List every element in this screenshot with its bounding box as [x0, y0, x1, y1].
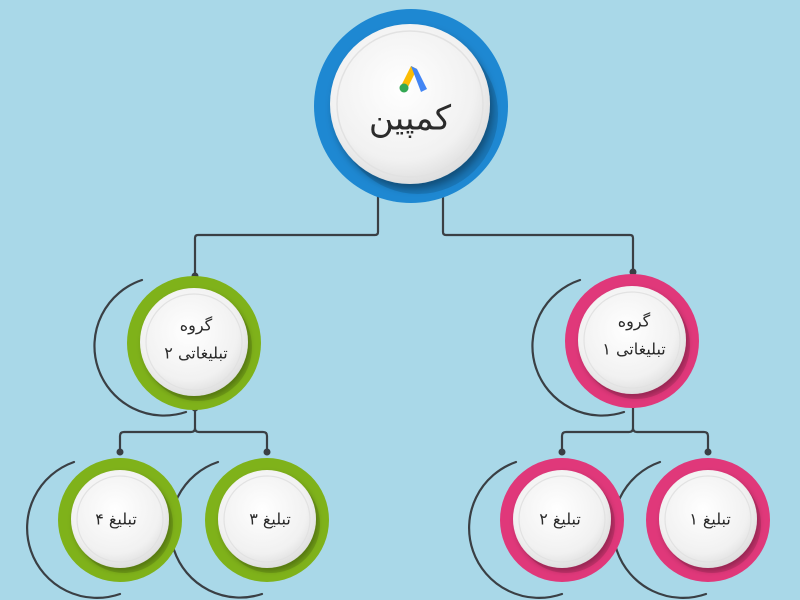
connector-group-2-ads — [118, 406, 269, 454]
connectors — [26, 194, 712, 599]
group-2-label-line-2: تبلیغاتی ۲ — [164, 344, 227, 363]
connector-dot — [116, 448, 124, 456]
ad-4-disc-inner-rim — [76, 475, 164, 563]
orbit-arc-group-1 — [531, 278, 626, 417]
ad-2-disc — [513, 470, 611, 568]
ad-3-disc — [218, 470, 316, 568]
connector-group-1-ads — [560, 402, 710, 454]
ad-1-disc-inner-rim — [664, 475, 752, 563]
google-ads-logo-icon — [399, 66, 427, 93]
ad-3-disc-inner-rim — [223, 475, 311, 563]
group-1-disc-inner-rim — [583, 291, 681, 389]
group-2-label-line-1: گروه — [180, 316, 213, 336]
group-2-disc-inner-rim — [145, 293, 243, 391]
connector-root-group-1 — [441, 194, 635, 274]
root-disc — [330, 24, 490, 184]
orbit-arc-ad-2 — [468, 460, 564, 599]
group-1-label-line-1: گروه — [618, 312, 651, 332]
ad-node-3[interactable]: تبلیغ ۳ — [205, 458, 329, 582]
connector-dot — [704, 448, 712, 456]
orbit-arc-ad-4 — [26, 460, 122, 599]
connector-dot — [558, 448, 566, 456]
ad-3-label: تبلیغ ۳ — [249, 510, 291, 530]
root-label: کمپین — [369, 99, 452, 139]
connector-dot — [629, 268, 637, 276]
group-node-2[interactable]: گروه تبلیغاتی ۲ — [127, 276, 261, 410]
ad-2-label: تبلیغ ۲ — [539, 510, 581, 530]
ad-4-label: تبلیغ ۴ — [95, 510, 137, 530]
ad-4-disc — [71, 470, 169, 568]
orbit-arc-ad-1 — [612, 460, 708, 599]
root-node-campaign[interactable]: کمپین — [314, 9, 508, 203]
connector-dot — [263, 448, 271, 456]
ad-2-disc-inner-rim — [518, 475, 606, 563]
root-disc-inner-rim — [336, 30, 484, 178]
ad-1-disc — [659, 470, 757, 568]
ad-node-1[interactable]: تبلیغ ۱ — [646, 458, 770, 582]
connector-root-group-2 — [193, 194, 380, 278]
group-1-disc — [578, 286, 686, 394]
ad-node-4[interactable]: تبلیغ ۴ — [58, 458, 182, 582]
ad-node-2[interactable]: تبلیغ ۲ — [500, 458, 624, 582]
group-2-disc — [140, 288, 248, 396]
group-node-1[interactable]: گروه تبلیغاتی ۱ — [565, 274, 699, 408]
group-1-label-line-2: تبلیغاتی ۱ — [602, 340, 665, 359]
orbit-arc-group-2 — [93, 278, 188, 417]
ad-1-label: تبلیغ ۱ — [689, 510, 731, 530]
